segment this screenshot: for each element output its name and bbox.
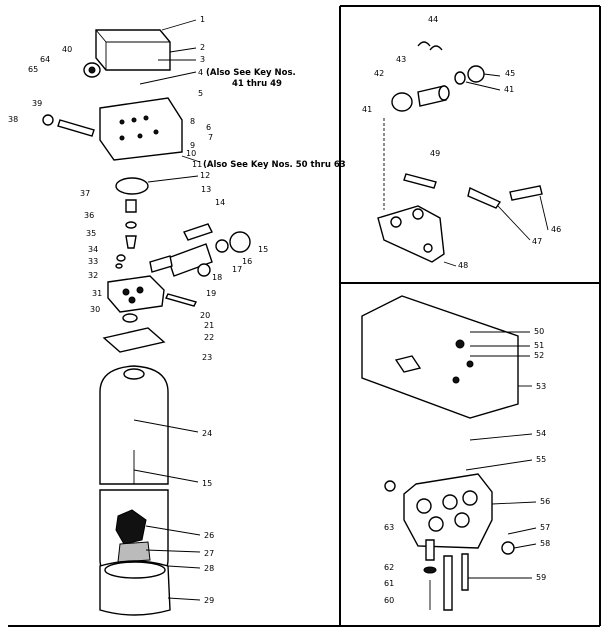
callout-55: 55 [536,455,546,464]
callout-56: 56 [540,497,550,506]
callout-17: 17 [232,265,242,274]
callout-24: 24 [202,429,212,438]
callout-53: 53 [536,382,546,391]
callout-47: 47 [532,237,542,246]
callout-29: 29 [204,596,214,605]
callout-39: 39 [32,99,42,108]
callout-62: 62 [384,563,394,572]
callout-59: 59 [536,573,546,582]
callout-23: 23 [202,353,212,362]
callout-64: 64 [40,55,50,64]
callout-52: 52 [534,351,544,360]
callout-44: 44 [428,15,438,24]
callout-31: 31 [92,289,102,298]
callout-19: 19 [206,289,216,298]
callout-2: 2 [200,43,205,52]
callout-numbers: 1 2 3 4 5 6 7 8 9 10 11 12 13 14 15 16 1… [8,15,561,605]
callout-22: 22 [204,333,214,342]
note-keys-50-63: (Also See Key Nos. 50 thru 63 [203,160,346,170]
callout-61: 61 [384,579,394,588]
callout-18: 18 [212,273,222,282]
callout-11: 11 [192,160,202,169]
callout-5: 5 [198,89,203,98]
callout-57: 57 [540,523,550,532]
brine-valve-drawing [361,295,519,611]
callout-41: 41 [362,105,372,114]
callout-3: 3 [200,55,205,64]
callout-28: 28 [204,564,214,573]
callout-15-lower: 15 [202,479,212,488]
callout-48: 48 [458,261,468,270]
callout-32: 32 [88,271,98,280]
callout-34: 34 [88,245,98,254]
callout-7: 7 [208,133,213,142]
callout-54: 54 [536,429,546,438]
callout-16: 16 [242,257,252,266]
cross-reference-notes: (Also See Key Nos. 41 thru 49 (Also See … [203,68,346,170]
note-keys-41-49-line1: (Also See Key Nos. [206,68,296,78]
callout-15: 15 [258,245,268,254]
callout-12: 12 [200,171,210,180]
callout-36: 36 [84,211,94,220]
note-keys-41-49-line2: 41 thru 49 [232,79,282,89]
right-leader-lines [443,73,549,579]
callout-10: 10 [186,149,196,158]
callout-51: 51 [534,341,544,350]
callout-58: 58 [540,539,550,548]
callout-50: 50 [534,327,544,336]
callout-45: 45 [505,69,515,78]
callout-8: 8 [190,117,195,126]
callout-35: 35 [86,229,96,238]
callout-42: 42 [374,69,384,78]
callout-63: 63 [384,523,394,532]
callout-27: 27 [204,549,214,558]
panel-borders [8,5,601,627]
callout-30: 30 [90,305,100,314]
callout-37: 37 [80,189,90,198]
callout-1: 1 [200,15,205,24]
callout-43: 43 [396,55,406,64]
callout-13: 13 [201,185,211,194]
callout-20: 20 [200,311,210,320]
callout-4: 4 [198,68,203,77]
callout-14: 14 [215,198,225,207]
callout-38: 38 [8,115,18,124]
callout-33: 33 [88,257,98,266]
callout-26: 26 [204,531,214,540]
linkage-assembly-drawing [377,41,543,263]
callout-6: 6 [206,123,211,132]
callout-46: 46 [551,225,561,234]
callout-21: 21 [204,321,214,330]
callout-41-right: 41 [504,85,514,94]
callout-60: 60 [384,596,394,605]
callout-40: 40 [62,45,72,54]
callout-9: 9 [190,141,195,150]
callout-65: 65 [28,65,38,74]
callout-49: 49 [430,149,440,158]
main-assembly-drawing [42,19,251,616]
